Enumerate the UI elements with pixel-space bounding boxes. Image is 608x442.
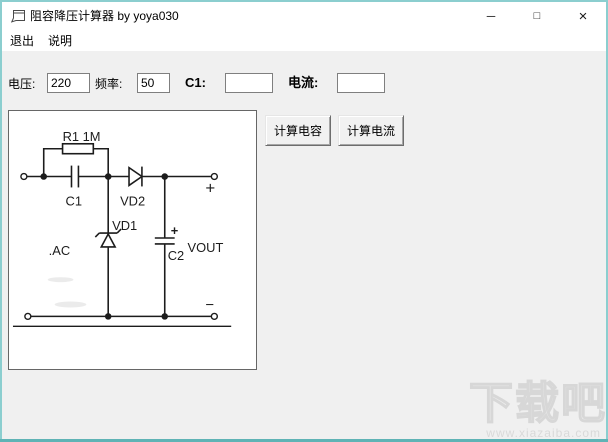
zener-vd1 [94, 228, 122, 248]
c1-input[interactable] [225, 73, 273, 93]
terminal-top-right [210, 172, 219, 181]
desktop-frame-bottom [0, 439, 608, 442]
caption-buttons: ─ □ × [468, 2, 606, 30]
label-ac: .AC [49, 243, 70, 258]
window-title: 阻容降压计算器 by yoya030 [30, 9, 179, 23]
label-out-plus: + [205, 178, 215, 197]
current-input[interactable] [337, 73, 385, 93]
terminal-top-left [20, 172, 28, 181]
frequency-input[interactable] [137, 73, 170, 93]
resistor-r1 [42, 142, 109, 177]
diode-vd2 [128, 166, 144, 187]
menu-item-help[interactable]: 说明 [48, 34, 73, 48]
terminal-bottom-left [24, 312, 32, 321]
label-c2-plus: + [171, 223, 179, 238]
label-c1: C1 [66, 193, 82, 208]
junction-dots [40, 173, 169, 320]
capacitor-c1 [70, 165, 80, 188]
label-vout: VOUT [188, 240, 224, 255]
menubar: 退出 说明 [2, 30, 606, 51]
voltage-label: 电压: [8, 77, 36, 91]
menu-item-exit[interactable]: 退出 [10, 34, 35, 48]
terminal-bottom-right [210, 312, 219, 321]
minimize-icon[interactable]: ─ [486, 9, 496, 23]
form-window-icon [11, 10, 25, 23]
scan-smudge [47, 277, 87, 308]
voltage-input[interactable] [47, 73, 90, 93]
circuit-diagram: R1 1M C1 VD2 VD1 .AC + C2 VOUT + − [12, 129, 232, 327]
close-icon[interactable]: × [578, 7, 588, 25]
label-c2: C2 [168, 248, 184, 263]
label-vd1: VD1 [112, 218, 137, 233]
capacitor-c2 [154, 237, 175, 245]
frequency-label: 频率: [95, 77, 123, 91]
maximize-icon[interactable]: □ [533, 10, 541, 22]
calc-current-button[interactable]: 计算电流 [338, 115, 404, 146]
current-label: 电流: [288, 75, 319, 90]
calc-capacitance-button[interactable]: 计算电容 [265, 115, 331, 146]
circuit-image: R1 1M C1 VD2 VD1 .AC + C2 VOUT + − [8, 110, 257, 370]
label-vd2: VD2 [120, 193, 145, 208]
titlebar: 阻容降压计算器 by yoya030 ─ □ × [2, 2, 606, 30]
label-out-minus: − [205, 297, 214, 313]
label-r1: R1 1M [63, 129, 101, 144]
c1-label: C1: [185, 75, 206, 90]
